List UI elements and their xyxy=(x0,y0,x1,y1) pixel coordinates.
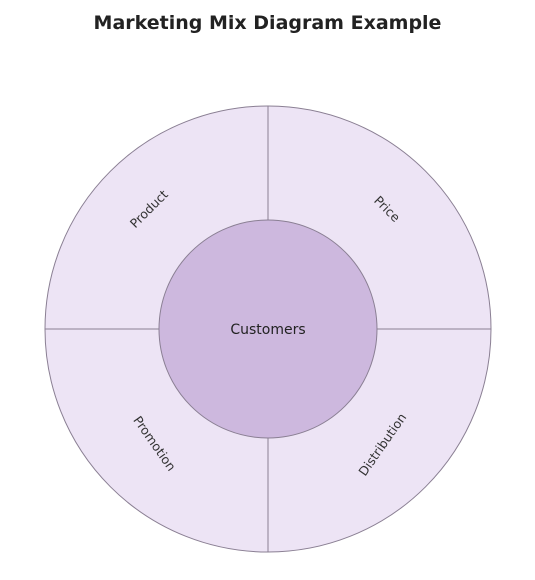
center-label: Customers xyxy=(230,322,305,338)
diagram-title: Marketing Mix Diagram Example xyxy=(93,12,442,34)
center-circle xyxy=(158,219,378,439)
